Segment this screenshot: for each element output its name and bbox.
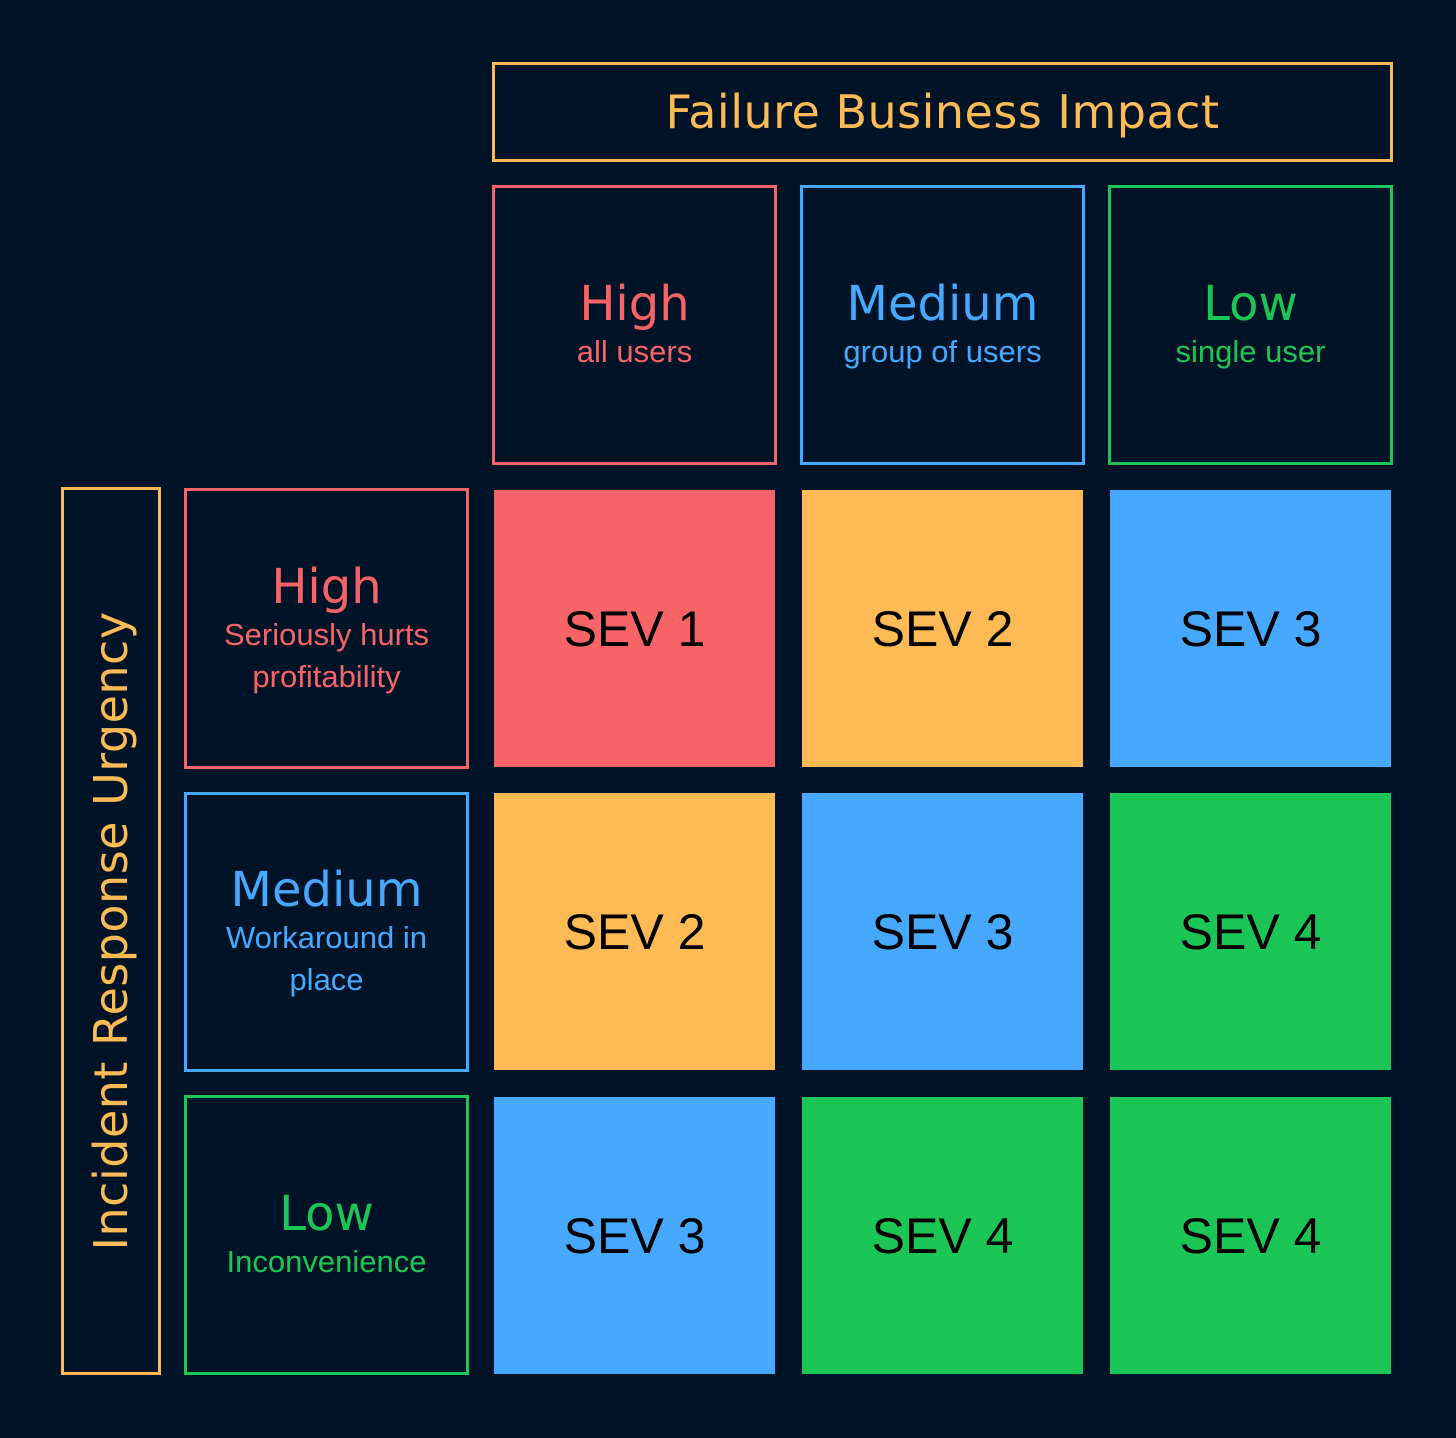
row-header-sublabel: Workaround in place bbox=[225, 920, 428, 997]
row-header-low: Low Inconvenience bbox=[184, 1095, 469, 1375]
severity-cell: SEV 4 bbox=[1110, 793, 1391, 1070]
severity-cell: SEV 3 bbox=[802, 793, 1083, 1070]
column-header-medium: Medium group of users bbox=[800, 185, 1085, 465]
urgency-axis-title-box: Incident Response Urgency bbox=[61, 487, 161, 1375]
column-header-label: High bbox=[579, 276, 690, 332]
severity-label: SEV 3 bbox=[871, 903, 1014, 960]
column-header-label: Low bbox=[1203, 276, 1298, 332]
severity-cell: SEV 2 bbox=[494, 793, 775, 1070]
severity-label: SEV 1 bbox=[563, 600, 706, 657]
row-header-high: High Seriously hurts profitability bbox=[184, 488, 469, 769]
row-header-sublabel: Seriously hurts profitability bbox=[223, 616, 430, 694]
severity-cell: SEV 2 bbox=[802, 490, 1083, 767]
row-header-label: Medium bbox=[230, 862, 423, 918]
row-header-label: Low bbox=[279, 1186, 374, 1242]
severity-cell: SEV 3 bbox=[494, 1097, 775, 1374]
column-header-sublabel: all users bbox=[576, 334, 693, 369]
severity-label: SEV 4 bbox=[1179, 903, 1322, 960]
column-header-low: Low single user bbox=[1108, 185, 1393, 465]
severity-cell: SEV 1 bbox=[494, 490, 775, 767]
severity-label: SEV 3 bbox=[563, 1207, 706, 1264]
severity-cell: SEV 4 bbox=[802, 1097, 1083, 1374]
impact-axis-title-box: Failure Business Impact bbox=[492, 62, 1393, 162]
severity-label: SEV 3 bbox=[1179, 600, 1322, 657]
column-header-sublabel: single user bbox=[1175, 334, 1326, 369]
row-header-label: High bbox=[271, 558, 382, 615]
impact-axis-title: Failure Business Impact bbox=[665, 85, 1220, 139]
column-header-sublabel: group of users bbox=[843, 334, 1042, 369]
column-header-label: Medium bbox=[846, 276, 1039, 332]
severity-label: SEV 4 bbox=[1179, 1207, 1322, 1264]
severity-label: SEV 2 bbox=[563, 903, 706, 960]
row-header-sublabel: Inconvenience bbox=[226, 1244, 427, 1279]
row-header-medium: Medium Workaround in place bbox=[184, 792, 469, 1072]
severity-cell: SEV 4 bbox=[1110, 1097, 1391, 1374]
severity-label: SEV 2 bbox=[871, 600, 1014, 657]
column-header-high: High all users bbox=[492, 185, 777, 465]
severity-label: SEV 4 bbox=[871, 1207, 1014, 1264]
severity-cell: SEV 3 bbox=[1110, 490, 1391, 767]
urgency-axis-title: Incident Response Urgency bbox=[84, 611, 138, 1251]
